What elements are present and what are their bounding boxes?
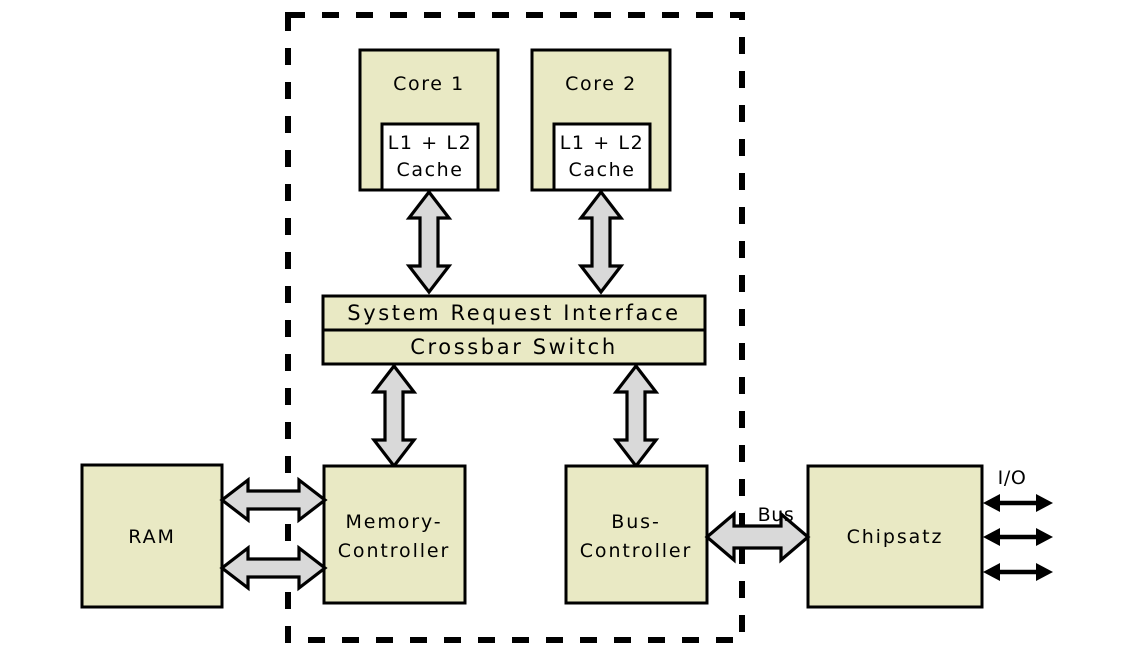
core-2-cache-line2: Cache xyxy=(568,159,635,181)
bus-controller-line1: Bus- xyxy=(611,511,660,533)
crossbar-switch-box[interactable] xyxy=(321,328,707,366)
memory-controller-box[interactable] xyxy=(322,464,467,605)
io-label: I/O xyxy=(998,467,1027,489)
ram-group[interactable]: RAM xyxy=(80,463,224,609)
chipsatz-group[interactable]: Chipsatz xyxy=(806,464,984,609)
core-2-label: Core 2 xyxy=(565,73,637,95)
ram-box[interactable] xyxy=(80,463,224,609)
core-1-label: Core 1 xyxy=(393,73,465,95)
arrow-crossbar-to-bus-controller xyxy=(612,363,660,469)
core-2-cache-line1: L1 + L2 xyxy=(560,132,645,154)
arrow-crossbar-to-memory-controller xyxy=(370,363,418,469)
bus-controller-box[interactable] xyxy=(564,464,709,605)
cpu-die-boundary xyxy=(285,12,745,643)
core-1-cache-line2: Cache xyxy=(396,159,463,181)
core-2-group[interactable]: Core 2 L1 + L2 Cache xyxy=(530,48,672,192)
io-lane-3 xyxy=(983,563,1053,581)
interconnect-group[interactable]: System Request Interface Crossbar Switch xyxy=(321,294,707,366)
core-2-cache-box[interactable] xyxy=(552,122,652,192)
arrow-core1-to-sri xyxy=(405,189,453,295)
ram-label: RAM xyxy=(128,526,176,548)
system-request-interface-label: System Request Interface xyxy=(347,301,680,325)
arrow-bus-controller-to-chipsatz xyxy=(704,510,811,564)
chipsatz-label: Chipsatz xyxy=(847,526,944,548)
crossbar-switch-label: Crossbar Switch xyxy=(410,335,618,359)
arrow-core2-to-sri xyxy=(577,189,625,295)
io-lane-1 xyxy=(983,494,1053,512)
core-1-group[interactable]: Core 1 L1 + L2 Cache xyxy=(358,48,500,192)
memory-controller-group[interactable]: Memory- Controller xyxy=(322,464,467,605)
arrow-ram-to-memory-controller-1 xyxy=(219,476,328,524)
core-1-cache-line1: L1 + L2 xyxy=(388,132,473,154)
core-1-cache-box[interactable] xyxy=(380,122,480,192)
system-request-interface-box[interactable] xyxy=(321,294,707,332)
bus-controller-group[interactable]: Bus- Controller xyxy=(564,464,709,605)
bus-label: Bus xyxy=(758,504,795,526)
memory-controller-line2: Controller xyxy=(338,540,450,562)
io-lane-2 xyxy=(983,528,1053,546)
arrow-ram-to-memory-controller-2 xyxy=(219,544,328,592)
bus-controller-line2: Controller xyxy=(580,540,692,562)
memory-controller-line1: Memory- xyxy=(345,511,442,533)
chipsatz-box[interactable] xyxy=(806,464,984,609)
